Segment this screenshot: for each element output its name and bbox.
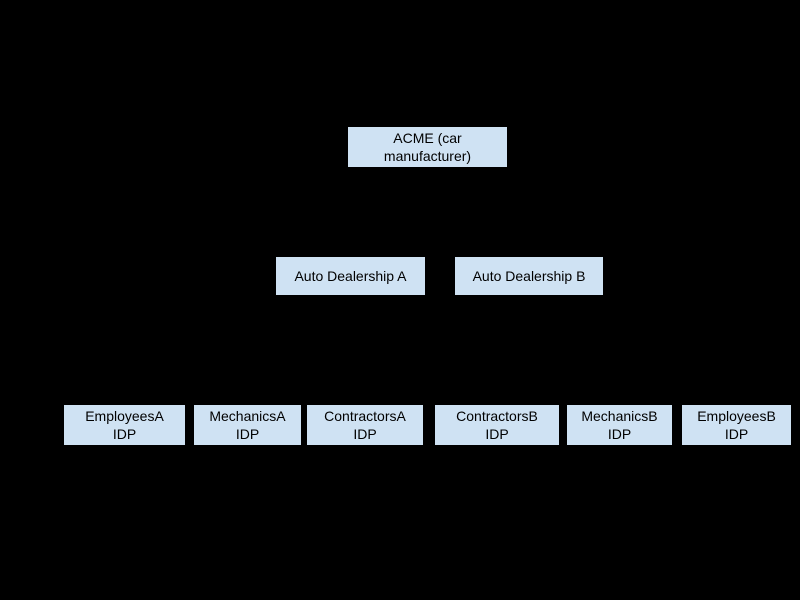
- node-label-line: IDP: [724, 426, 749, 442]
- node-label-line: Auto Dealership A: [294, 268, 407, 284]
- node-label-line: IDP: [607, 426, 632, 442]
- node-label-line: EmployeesB: [697, 408, 776, 424]
- node-contractors-b-idp: ContractorsB IDP: [435, 405, 559, 445]
- node-label-line: EmployeesA: [85, 408, 164, 424]
- node-auto-dealership-a: Auto Dealership A: [276, 257, 425, 295]
- node-contractors-a-idp: ContractorsA IDP: [307, 405, 423, 445]
- node-label-line: IDP: [353, 426, 377, 442]
- node-label-line: Auto Dealership B: [472, 268, 586, 284]
- node-label-line: IDP: [235, 426, 260, 442]
- node-mechanics-a-idp: MechanicsA IDP: [194, 405, 301, 445]
- node-label-line: manufacturer): [383, 148, 472, 164]
- node-label-line: MechanicsA: [209, 408, 286, 424]
- node-auto-dealership-b: Auto Dealership B: [455, 257, 603, 295]
- node-label-line: ContractorsB: [456, 408, 538, 424]
- node-label-line: IDP: [112, 426, 137, 442]
- node-employees-a-idp: EmployeesA IDP: [64, 405, 185, 445]
- node-acme: ACME (car manufacturer): [348, 127, 507, 167]
- node-label-line: ACME (car: [393, 130, 462, 146]
- node-mechanics-b-idp: MechanicsB IDP: [567, 405, 672, 445]
- node-label-line: ContractorsA: [324, 408, 406, 424]
- node-label-line: IDP: [485, 426, 509, 442]
- node-employees-b-idp: EmployeesB IDP: [682, 405, 791, 445]
- node-label-line: MechanicsB: [581, 408, 658, 424]
